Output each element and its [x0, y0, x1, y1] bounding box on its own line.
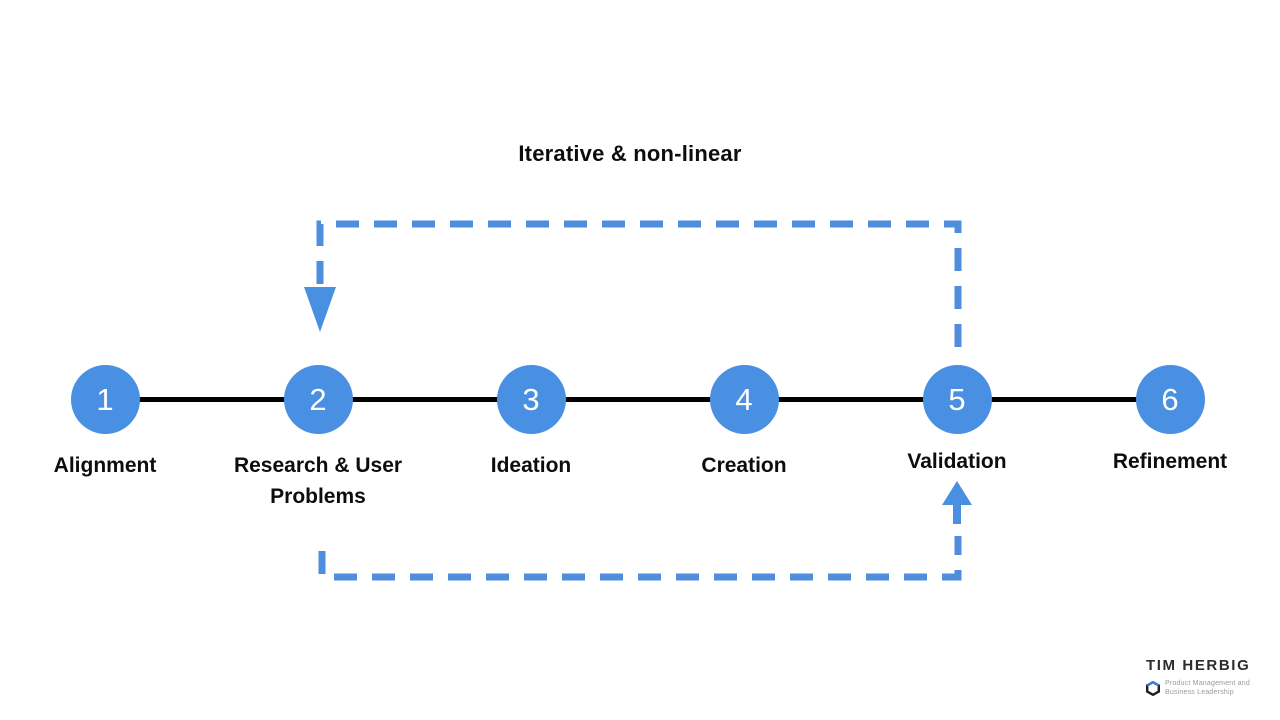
step-circle: 2	[283, 365, 353, 434]
step-circle: 5	[922, 365, 992, 434]
timeline-step-1: 1 Alignment	[0, 365, 215, 481]
step-circle: 3	[496, 365, 566, 434]
arrowhead-up-icon	[942, 481, 972, 505]
timeline-step-2: 2 Research & User Problems	[208, 365, 428, 512]
step-label: Validation	[907, 450, 1007, 473]
step-label: Refinement	[1112, 450, 1228, 473]
diagram-title: Iterative & non-linear	[518, 141, 742, 166]
arrowhead-up-stem	[953, 503, 961, 524]
step-circle: 4	[709, 365, 779, 434]
step-label: Creation	[701, 454, 787, 477]
brand-logo: TIM HERBIG Product Management and Busine…	[1146, 657, 1266, 697]
step-label: Research & User Problems	[233, 454, 403, 508]
iteration-loop-bottom-path	[318, 536, 962, 581]
step-label: Ideation	[490, 454, 572, 477]
timeline-step-6: 6 Refinement	[1060, 365, 1280, 477]
step-label: Alignment	[53, 454, 157, 477]
timeline-step-5: 5 Validation	[847, 365, 1067, 477]
brand-tagline-line2: Business Leadership	[1165, 689, 1234, 696]
timeline-step-4: 4 Creation	[634, 365, 854, 481]
hexagon-icon	[1146, 680, 1160, 696]
step-circle: 1	[70, 365, 140, 434]
timeline-step-3: 3 Ideation	[421, 365, 641, 481]
timeline-line	[105, 397, 1171, 402]
brand-name: TIM HERBIG	[1146, 657, 1251, 674]
arrowhead-down-icon	[304, 287, 336, 332]
step-circle: 6	[1135, 365, 1205, 434]
iteration-loop-top-path	[316, 220, 962, 361]
brand-tagline: Product Management and Business Leadersh…	[1165, 679, 1250, 697]
brand-tagline-line1: Product Management and	[1165, 680, 1250, 687]
